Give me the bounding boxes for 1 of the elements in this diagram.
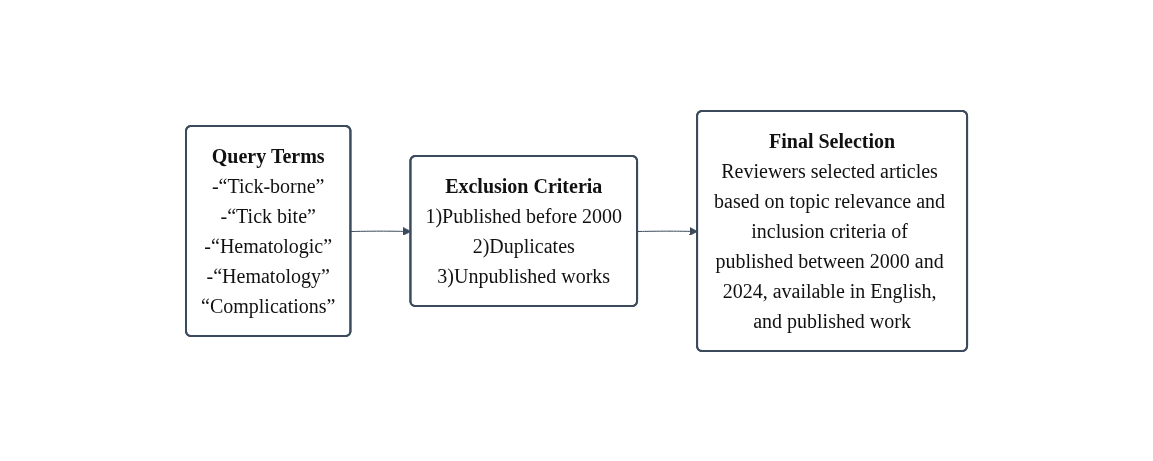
arrow (637, 226, 698, 236)
